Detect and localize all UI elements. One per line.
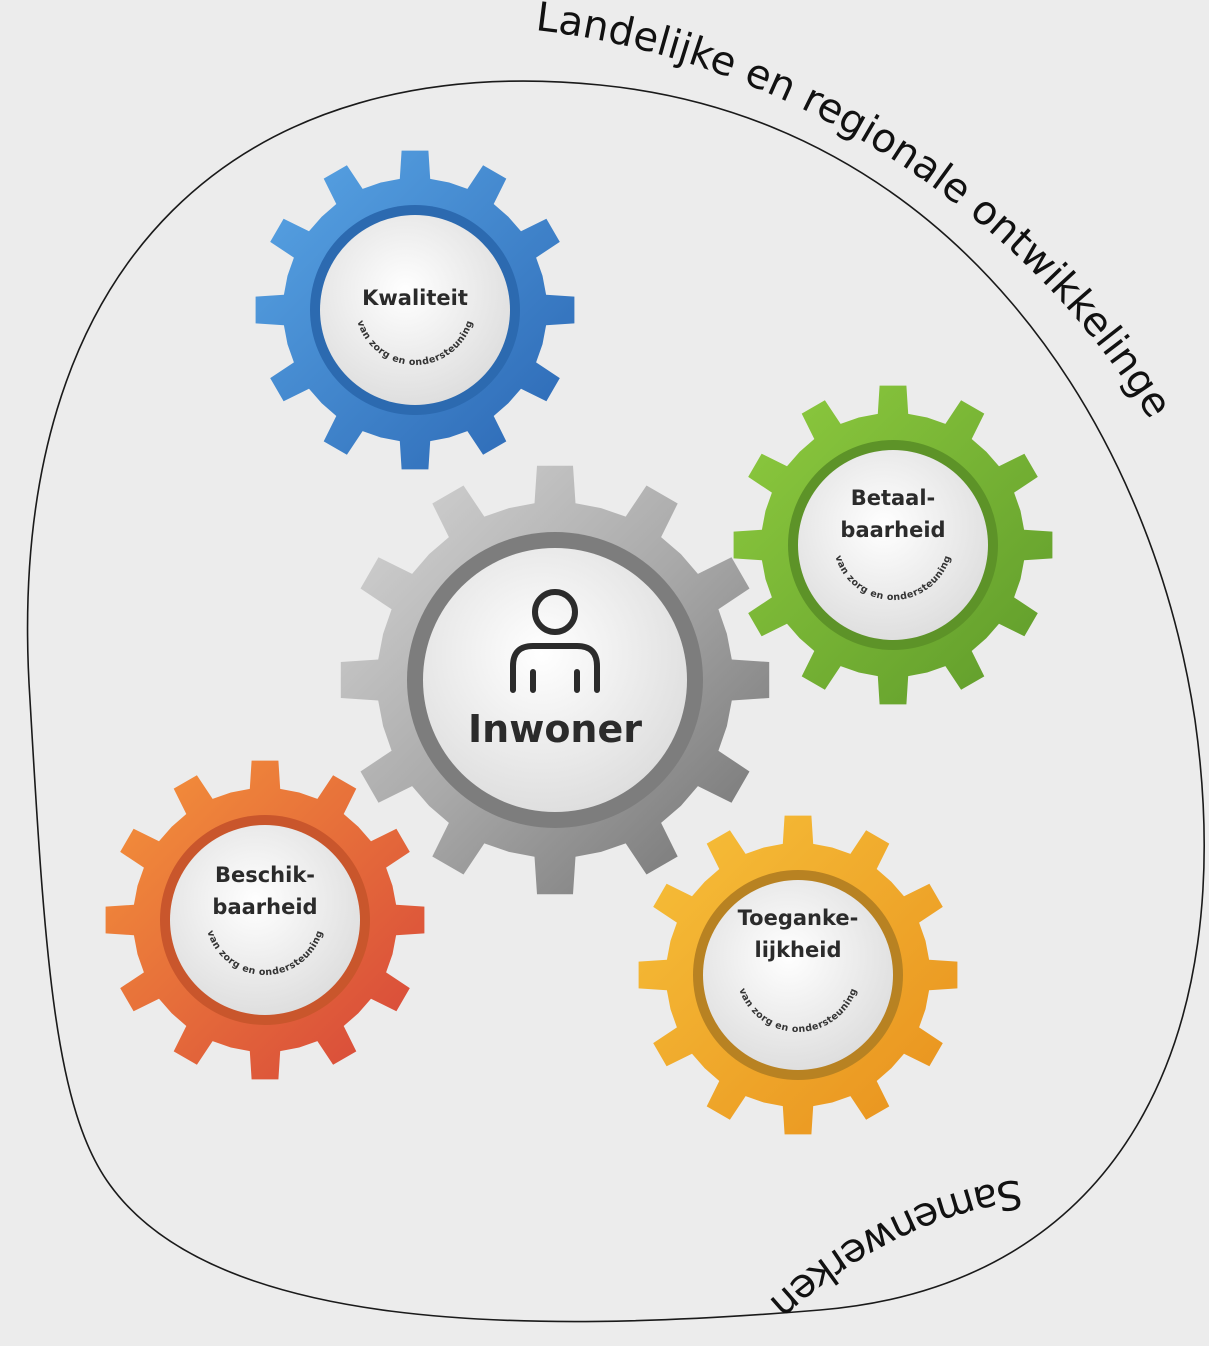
gear-toegankelijkheid-disc: [703, 880, 893, 1070]
gear-beschikbaarheid-label-line: Beschik-: [215, 863, 315, 887]
gear-kwaliteit-label-line: Kwaliteit: [362, 286, 468, 310]
center-gear-disc: [423, 548, 687, 812]
gear-betaalbaarheid-disc: [798, 450, 988, 640]
outer-bottom-text: Samenwerken: [761, 1170, 1025, 1329]
gear-beschikbaarheid-label-line: baarheid: [212, 895, 317, 919]
gear-beschikbaarheid-disc: [170, 825, 360, 1015]
gear-toegankelijkheid-label-line: lijkheid: [755, 938, 842, 962]
outer-top-text: Landelijke en regionale ontwikkelingen: [0, 0, 1181, 426]
gear-kwaliteit-disc: [320, 215, 510, 405]
center-label: Inwoner: [468, 707, 642, 751]
gear-betaalbaarheid-label-line: baarheid: [840, 518, 945, 542]
gear-betaalbaarheid-label-line: Betaal-: [851, 486, 936, 510]
center-gear: Inwoner: [340, 465, 770, 895]
person-icon: [510, 589, 600, 693]
gear-toegankelijkheid-label-line: Toeganke-: [738, 906, 859, 930]
outer-boundary: [26, 80, 1205, 1323]
